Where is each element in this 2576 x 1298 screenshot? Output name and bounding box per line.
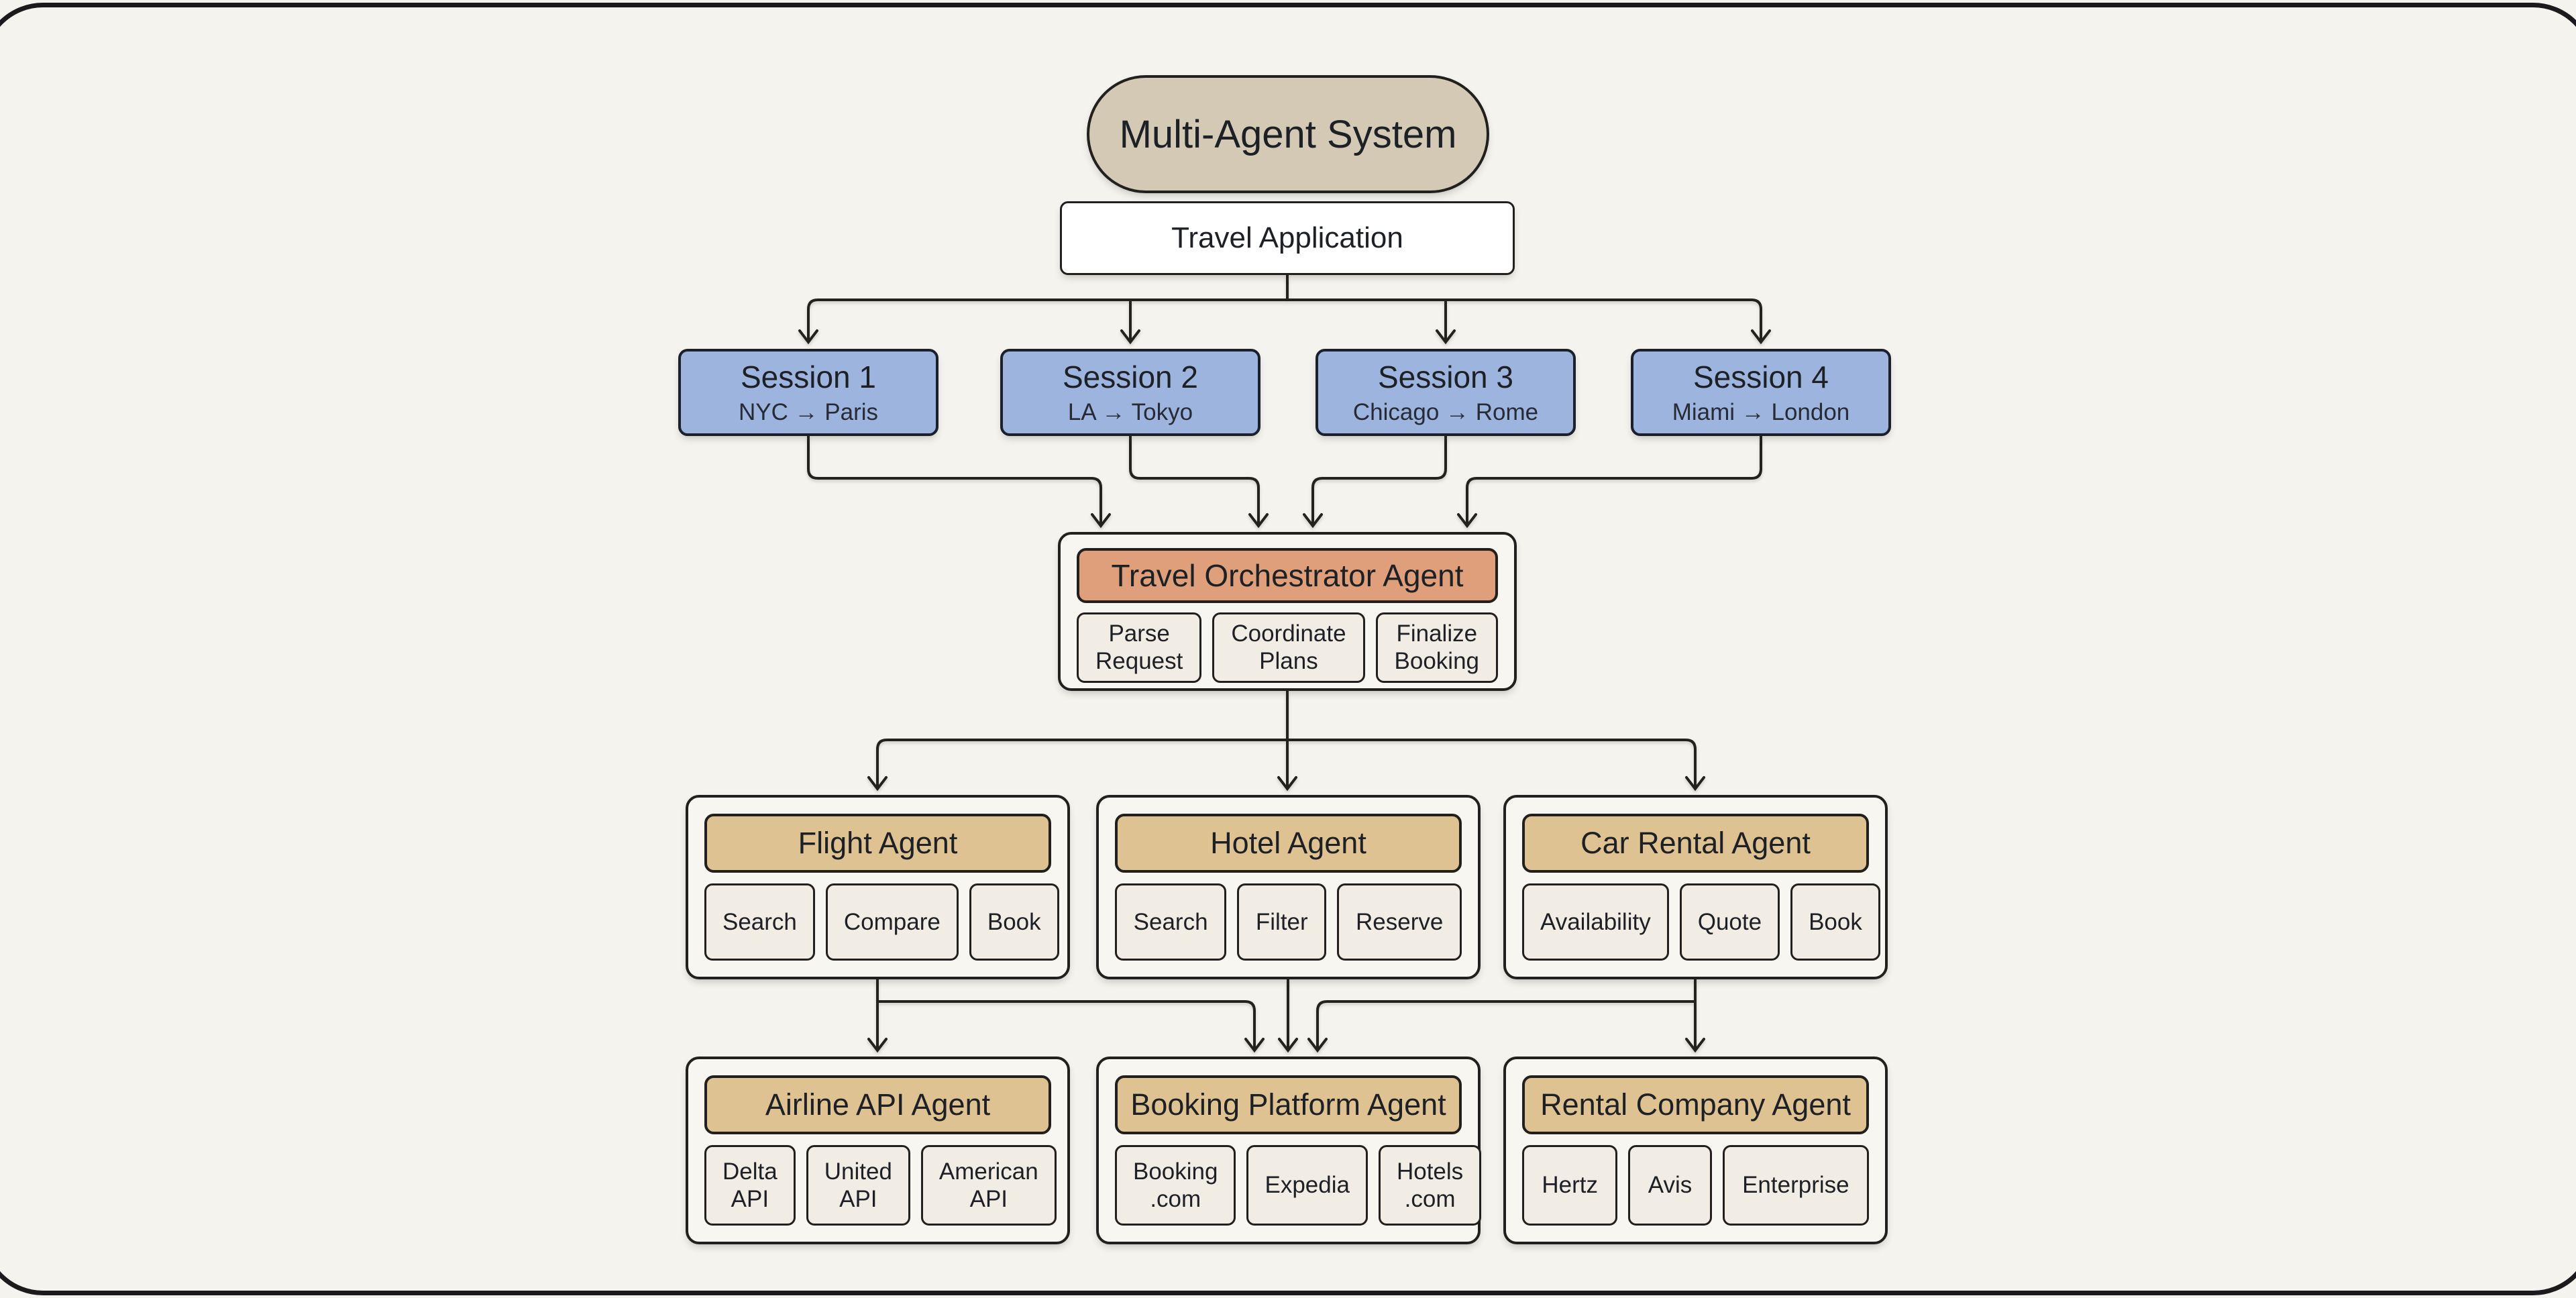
- hotel-agent-title: Hotel Agent: [1210, 826, 1366, 860]
- edge-app-session1: [798, 299, 1287, 345]
- session-2-title: Session 2: [1062, 360, 1198, 394]
- session-3-route: Chicago → Rome: [1352, 399, 1539, 425]
- session-box-4: Session 4 Miami → London: [1631, 349, 1891, 436]
- task-hotel-reserve: Reserve: [1337, 883, 1462, 961]
- rental-company-agent-panel: Rental Company Agent Hertz Avis Enterpri…: [1503, 1057, 1888, 1244]
- rental-company-agent-tasks: Hertz Avis Enterprise: [1522, 1145, 1869, 1226]
- task-delta-api: Delta API: [704, 1145, 796, 1226]
- airline-api-agent-panel: Airline API Agent Delta API United API A…: [686, 1057, 1070, 1244]
- task-booking-com: Booking .com: [1115, 1145, 1236, 1226]
- orchestrator-header: Travel Orchestrator Agent: [1077, 548, 1498, 603]
- task-hotel-filter: Filter: [1237, 883, 1327, 961]
- session-box-1: Session 1 NYC → Paris: [678, 349, 938, 436]
- car-rental-agent-header: Car Rental Agent: [1522, 814, 1869, 873]
- task-car-availability: Availability: [1522, 883, 1669, 961]
- flight-agent-tasks: Search Compare Book: [704, 883, 1059, 961]
- diagram-title: Multi-Agent System: [1087, 75, 1489, 193]
- hotel-agent-tasks: Search Filter Reserve: [1115, 883, 1462, 961]
- travel-application-box: Travel Application: [1060, 201, 1515, 275]
- task-flight-book: Book: [969, 883, 1059, 961]
- task-hotels-com: Hotels .com: [1378, 1145, 1482, 1226]
- edge-session1-orchestrator: [807, 436, 1111, 529]
- rental-company-agent-header: Rental Company Agent: [1522, 1075, 1869, 1134]
- task-car-quote: Quote: [1679, 883, 1780, 961]
- task-united-api: United API: [806, 1145, 910, 1226]
- edge-flight-booking: [877, 1000, 1265, 1053]
- task-expedia: Expedia: [1246, 1145, 1368, 1226]
- task-hotel-search: Search: [1115, 883, 1227, 961]
- booking-platform-agent-tasks: Booking .com Expedia Hotels .com: [1115, 1145, 1482, 1226]
- session-2-route: LA → Tokyo: [1067, 399, 1193, 425]
- session-4-route: Miami → London: [1672, 399, 1850, 425]
- booking-platform-agent-header: Booking Platform Agent: [1115, 1075, 1462, 1134]
- session-box-2: Session 2 LA → Tokyo: [1000, 349, 1260, 436]
- edge-session2-orchestrator: [1129, 436, 1269, 529]
- session-box-3: Session 3 Chicago → Rome: [1316, 349, 1576, 436]
- airline-api-agent-title: Airline API Agent: [765, 1087, 991, 1122]
- session-3-title: Session 3: [1377, 360, 1513, 394]
- task-enterprise: Enterprise: [1722, 1145, 1869, 1226]
- car-rental-agent-panel: Car Rental Agent Availability Quote Book: [1503, 795, 1888, 979]
- task-finalize-booking: Finalize Booking: [1375, 612, 1498, 683]
- orchestrator-title: Travel Orchestrator Agent: [1111, 558, 1464, 593]
- edge-app-session4: [1287, 299, 1771, 345]
- booking-platform-agent-title: Booking Platform Agent: [1130, 1087, 1446, 1122]
- task-american-api: American API: [920, 1145, 1057, 1226]
- session-1-route: NYC → Paris: [738, 399, 879, 425]
- airline-api-agent-tasks: Delta API United API American API: [704, 1145, 1057, 1226]
- booking-platform-agent-panel: Booking Platform Agent Booking .com Expe…: [1096, 1057, 1482, 1244]
- edge-orchestrator-flight: [867, 739, 1287, 792]
- task-avis: Avis: [1628, 1145, 1712, 1226]
- task-flight-search: Search: [704, 883, 815, 961]
- car-rental-agent-tasks: Availability Quote Book: [1522, 883, 1880, 961]
- hotel-agent-header: Hotel Agent: [1115, 814, 1462, 873]
- task-flight-compare: Compare: [825, 883, 959, 961]
- car-rental-agent-title: Car Rental Agent: [1580, 826, 1811, 860]
- task-hertz: Hertz: [1522, 1145, 1618, 1226]
- orchestrator-panel: Travel Orchestrator Agent Parse Request …: [1058, 532, 1517, 691]
- rental-company-agent-title: Rental Company Agent: [1540, 1087, 1851, 1122]
- airline-api-agent-header: Airline API Agent: [704, 1075, 1051, 1134]
- session-1-title: Session 1: [740, 360, 876, 394]
- edge-car-booking: [1307, 1000, 1695, 1053]
- task-coordinate-plans: Coordinate Plans: [1212, 612, 1365, 683]
- session-4-title: Session 4: [1693, 360, 1829, 394]
- flight-agent-panel: Flight Agent Search Compare Book: [686, 795, 1070, 979]
- edge-orchestrator-car: [1287, 739, 1705, 792]
- flight-agent-header: Flight Agent: [704, 814, 1051, 873]
- orchestrator-tasks: Parse Request Coordinate Plans Finalize …: [1077, 612, 1498, 683]
- diagram-title-label: Multi-Agent System: [1119, 112, 1457, 156]
- edge-session3-orchestrator: [1303, 436, 1447, 529]
- task-car-book: Book: [1790, 883, 1880, 961]
- hotel-agent-panel: Hotel Agent Search Filter Reserve: [1096, 795, 1481, 979]
- edge-session4-orchestrator: [1457, 436, 1762, 529]
- travel-application-label: Travel Application: [1171, 221, 1403, 254]
- task-parse-request: Parse Request: [1077, 612, 1202, 683]
- flight-agent-title: Flight Agent: [798, 826, 958, 860]
